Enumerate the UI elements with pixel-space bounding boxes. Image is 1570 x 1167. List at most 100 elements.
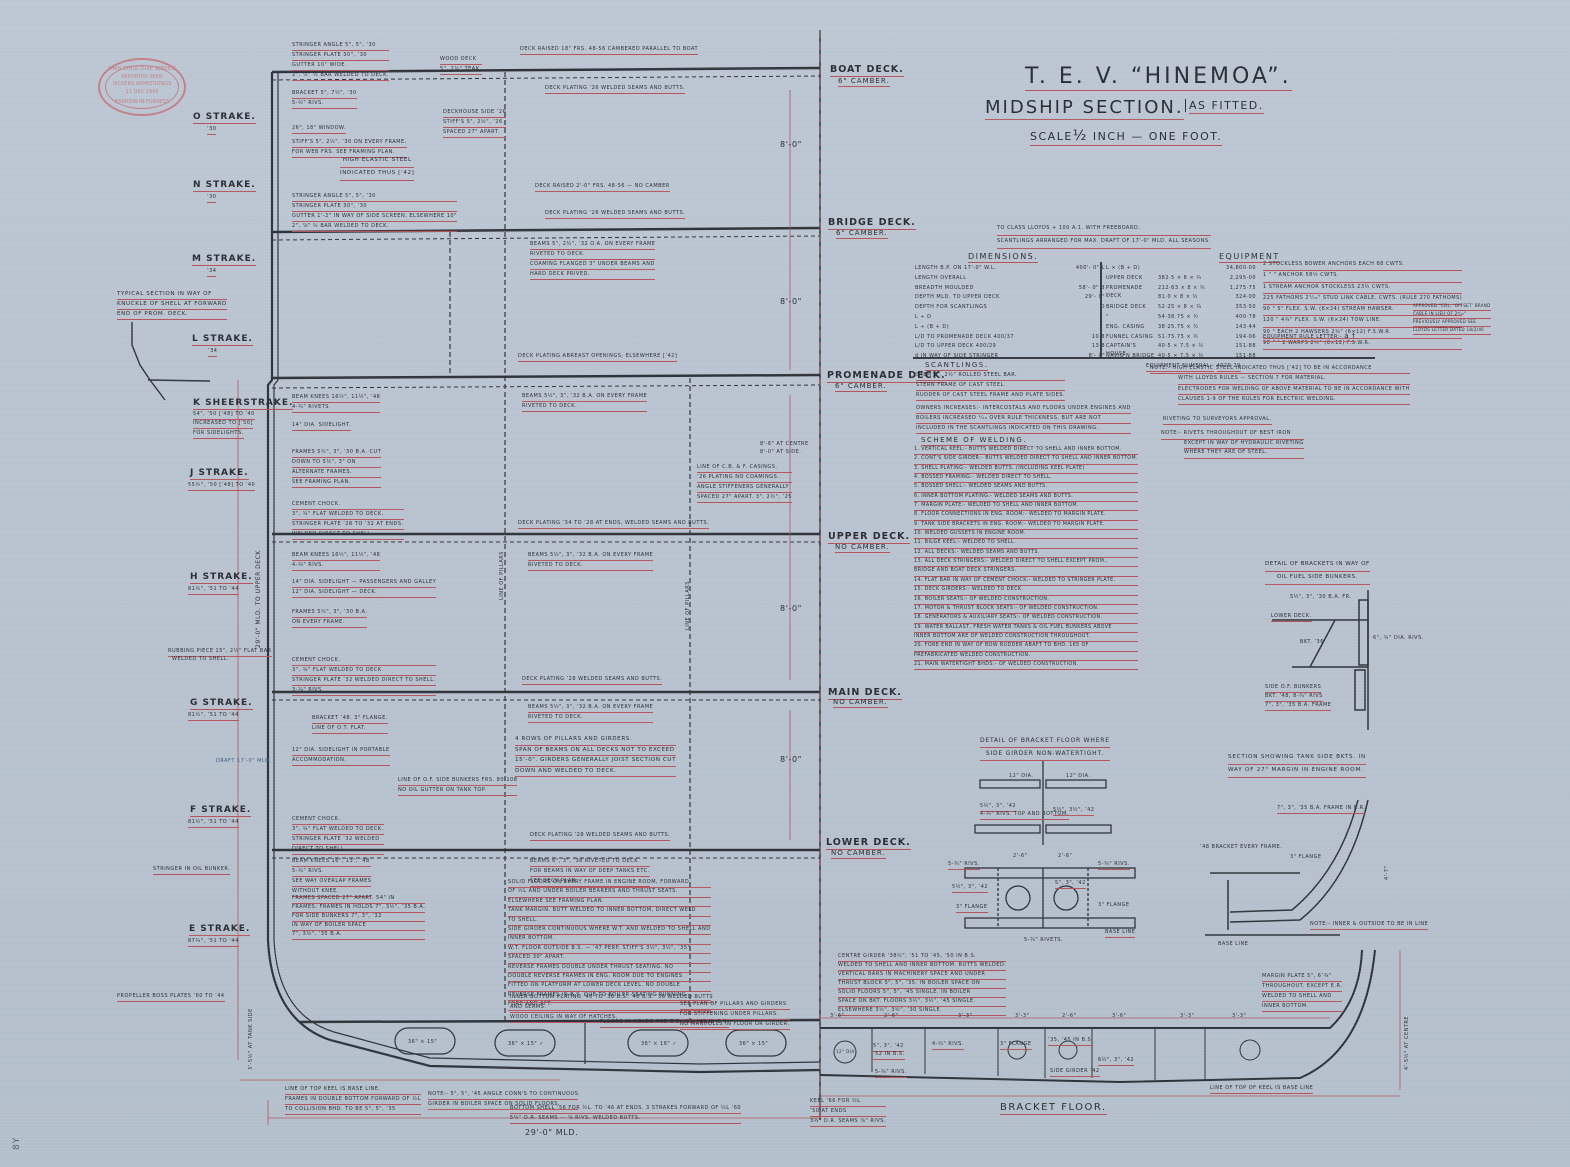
- note-line: BEAM KNEES 16", 13", ’48: [292, 857, 372, 867]
- equipment-value: 151·88: [1235, 343, 1256, 350]
- note-line: 2", ⅞" ½ BAR WELDED TO DECK.: [292, 222, 457, 232]
- strake-m: M STRAKE.: [192, 254, 257, 266]
- dimension-label: L/D TO UPPER DECK 400/29: [915, 343, 997, 350]
- dimension-row: LENGTH OVERALL: [915, 274, 1105, 284]
- note-line: TO SHELL.: [508, 917, 711, 927]
- welding-item: 15. DECK GIRDERS:- WELDED TO DECK.: [914, 586, 1138, 596]
- pillars-line-label-1: LINE OF PILLARS: [499, 551, 505, 600]
- beam-knees-lower-note: BEAM KNEES 16", 13", ’48 5-¾" RIVS. SEE …: [292, 857, 372, 897]
- welding-item: 13. ALL DECK STRINGERS:- WELDED DIRECT T…: [914, 558, 1138, 568]
- stamp-line: BARROW-IN-FURNESS: [114, 99, 170, 105]
- strake-g-spec: 81½", ’51 TO ’44: [188, 711, 239, 721]
- strake-k: K SHEERSTRAKE.: [193, 398, 294, 410]
- note-line: NOTE:- 5", 5", ’45 ANGLE CONN'S TO CONTI…: [428, 1090, 579, 1100]
- note-line: TANK MARGIN. BUTT WELDED TO INNER BOTTOM…: [508, 907, 711, 917]
- detail-label: 5½", 3", ’42: [980, 802, 1017, 812]
- note-line: 3", ¾" FLAT WELDED TO DECK.: [292, 510, 404, 520]
- note-line: DOWN TO 5½", 3" ON: [292, 458, 382, 468]
- note-line: SEE FRAMING PLAN.: [292, 478, 382, 488]
- floor-label: 3" FLANGE: [1000, 1040, 1032, 1050]
- strake-n-spec: ’30: [207, 193, 217, 203]
- dimension-label: DEPTH FOR SCANTLINGS: [915, 304, 988, 311]
- deck-boat: BOAT DECK.: [830, 64, 904, 77]
- equipment-dims: 52·25 × 8 × ¾: [1158, 304, 1202, 311]
- anchor-item: 90 " 5" FLEX. S.W. (6×24) STREAM HAWSER.: [1263, 305, 1463, 317]
- note-line: KEEL ’66 FOR ½L: [810, 1097, 887, 1107]
- deck-plating-bridge-note: DECK PLATING ’26 WELDED SEAMS AND BUTTS.: [545, 209, 686, 219]
- detail-label: 5½", 3", ’30 B.A. FR.: [1290, 594, 1352, 600]
- equipment-dims: 51·75.75 × ½: [1158, 333, 1199, 340]
- strake-e-spec: 87¾", ’51 TO ’44: [188, 937, 239, 947]
- approval-note: APPROVED “COL. ‘OFFSET’ BRAND CABLE IN L…: [1413, 303, 1491, 335]
- detail-label: 5½", 3", ’42: [952, 883, 989, 893]
- note-line: ON EVERY FRAME.: [292, 618, 368, 628]
- note-line: FRAMES SPACED 27" APART. 54" IN: [292, 895, 426, 904]
- equipment-label: ": [1106, 294, 1109, 301]
- note-line: FOR WEB FRS. SEE FRAMING PLAN.: [292, 148, 407, 158]
- equipment-value: 151·88: [1235, 353, 1256, 360]
- note-line: NOTE:- HIGH ELASTIC STEEL INDICATED THUS…: [1150, 364, 1410, 375]
- note-line: ANGLE STIFFENERS GENERALLY: [697, 483, 792, 493]
- owners-increases: OWNERS INCREASES:- INTERCOSTALS AND FLOO…: [916, 404, 1131, 434]
- equipment-dims: [1158, 264, 1208, 274]
- beam-knees-prom-note: BEAM KNEES 16½", 11½", ’48 4-¾" RIVETS.: [292, 393, 381, 413]
- detail-label: 5-¾" RIVETS.: [1024, 937, 1064, 943]
- welding-item: 18. GENERATORS & AUXILIARY SEATS:- OF WE…: [914, 614, 1138, 624]
- note-line: SOLID FLOORS 5", 5", ’45 SINGLE. IN BOIL…: [838, 989, 1007, 998]
- knuckle-note: TYPICAL SECTION IN WAY OF KNUCKLE OF SHE…: [117, 290, 227, 320]
- floor-label: 12" DIA.: [836, 1049, 857, 1054]
- strake-h: H STRAKE.: [190, 572, 253, 584]
- riveting-note: RIVETING TO SURVEYORS APPROVAL.: [1163, 415, 1272, 425]
- angle-note: NOTE:- 5", 5", ’45 ANGLE CONN'S TO CONTI…: [428, 1090, 579, 1110]
- note-line: TO CLASS LLOYDS + 100 A.1. WITH FREEBOAR…: [997, 223, 1211, 236]
- note-line: 3¾" D.R. SEAMS ⅞" RIVS.: [810, 1117, 887, 1127]
- note-line: STRINGER ANGLE 5", 5", ’30: [292, 41, 390, 51]
- note-line: LINE OF C.B. & F. CASINGS.: [697, 463, 792, 473]
- equipment-numeral: EQUIPMENT NUMERAL:- 4029·29: [1146, 362, 1256, 372]
- cement-chock-main-note: CEMENT CHOCK. 3", ¾" FLAT WELDED TO DECK…: [292, 656, 436, 696]
- bottom-shell-note: BOTTOM SHELL ’56 FOR ½L. TO ’46 AT ENDS.…: [510, 1104, 742, 1124]
- strake-h-spec: 81½", ’51 TO ’44: [188, 585, 239, 595]
- pillars-girders-note: 4 ROWS OF PILLARS AND GIRDERS. SPAN OF B…: [515, 735, 677, 777]
- note-line: WITH LLOYDS RULES — SECTION 7 FOR MATERI…: [1178, 374, 1410, 385]
- equipment-value: 324·00: [1235, 294, 1256, 301]
- note-line: ELSEWHERE 3½", 3½", ’30 SINGLE.: [838, 1007, 1007, 1016]
- welding-item: 10. WELDED GUSSETS IN ENGINE ROOM.: [914, 530, 1138, 540]
- note-line: WAY OF 27" MARGIN IN ENGINE ROOM.: [1228, 765, 1366, 778]
- equipment-dims: 40·5 × 7.5 × ½: [1158, 353, 1204, 360]
- bracket-floor-label: BRACKET FLOOR.: [1000, 1102, 1107, 1115]
- note-line: BEAMS 6", 3", ’38 RIVETED TO DECK: [530, 857, 650, 867]
- equipment-dims: 54·38.75 × ½: [1158, 313, 1199, 320]
- welding-item: 2. CONT'S SIDE GIRDER:- BUTTS WELDED DIR…: [914, 455, 1138, 465]
- note-line: 5", 2½" TEAK.: [440, 65, 482, 75]
- note-line: DOWN AND WELDED TO DECK.: [515, 767, 677, 777]
- strake-g: G STRAKE.: [190, 698, 253, 710]
- note-line: BEAMS 5", 2½", ’32 O.A. ON EVERY FRAME: [530, 240, 656, 250]
- note-line: 4-¾" RIVS.: [292, 561, 381, 571]
- height-centre-note: 8'-6" AT CENTRE 8'-0" AT SIDE.: [760, 440, 809, 456]
- beam-knees-upper-note: BEAM KNEES 16½", 11½", ’48 4-¾" RIVS.: [292, 551, 381, 571]
- note-line: STRINGER ANGLE 5", 5", ’30: [292, 192, 457, 202]
- welding-item: 5. BOSSED SHELL:- WELDED SEAMS AND BUTTS…: [914, 483, 1138, 493]
- welding-item: BRIDGE AND BOAT DECK STRINGERS.: [914, 567, 1138, 577]
- note-line: IN WAY OF BOILER SPACE: [292, 922, 426, 931]
- bracket-note: BRACKET 5", 7½", ’30 5-½" RIVS.: [292, 89, 357, 109]
- anchor-item: 1 " " ANCHOR 58½ CWTS.: [1263, 271, 1463, 283]
- draft-note: DRAFT 17'-0" MLD.: [216, 758, 272, 764]
- note-line: ALTERNATE FRAMES.: [292, 468, 382, 478]
- deck-lower: LOWER DECK.: [826, 837, 911, 850]
- detail-label: 3" FLANGE: [1098, 902, 1130, 908]
- note-line: SCANTLINGS ARRANGED FOR MAX. DRAFT OF 17…: [997, 236, 1211, 249]
- deckhouse-note: DECKHOUSE SIDE ’26 STIFF'S 5", 2½", ’26 …: [443, 108, 507, 138]
- welding-item: 16. BOILER SEATS:- OF WELDED CONSTRUCTIO…: [914, 596, 1138, 605]
- note-line: AND SEAMS.: [510, 1003, 714, 1013]
- note-line: CEMENT CHOCK.: [292, 656, 436, 666]
- strake-j: J STRAKE.: [190, 468, 249, 480]
- equipment-dims: 382·5 × 8 × ¾: [1158, 274, 1202, 281]
